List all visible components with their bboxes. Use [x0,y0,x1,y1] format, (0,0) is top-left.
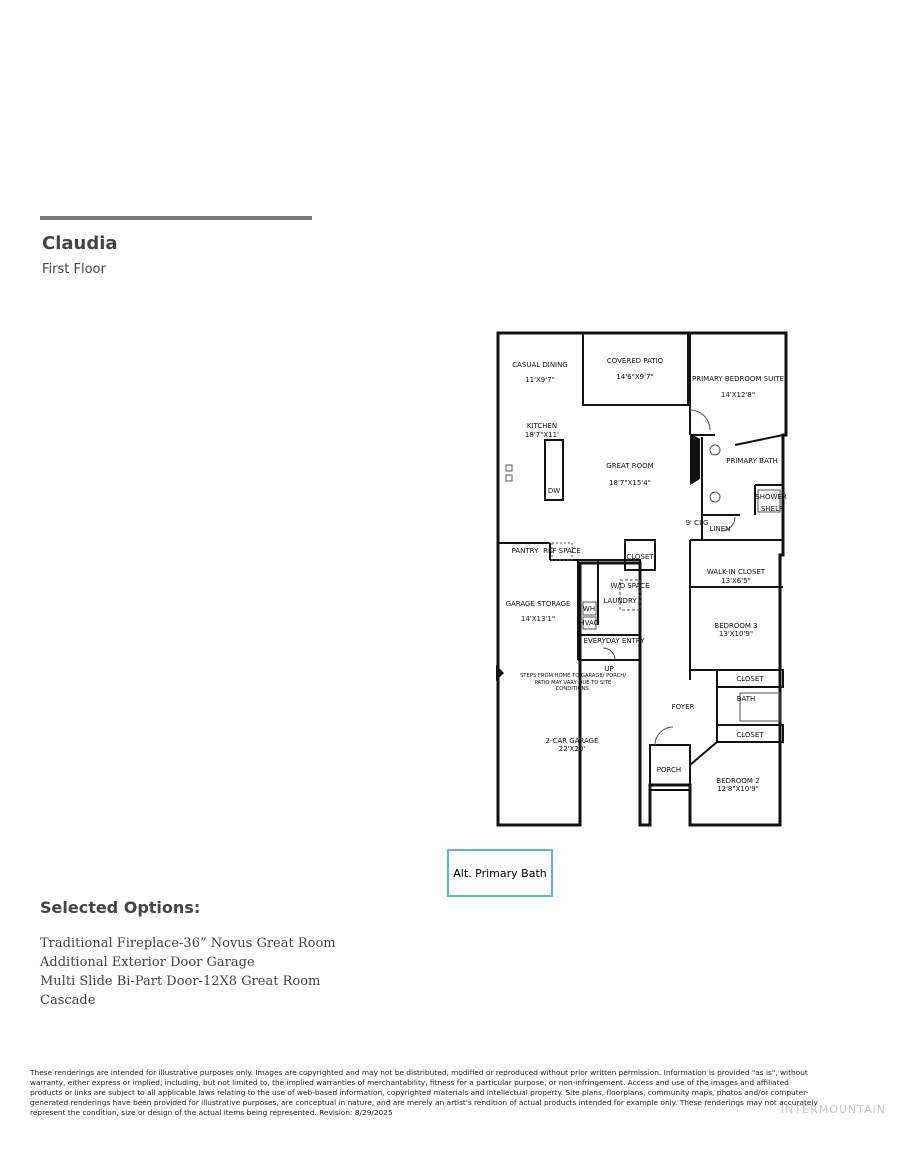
steps-note-box: STEPS FROM HOME TO GARAGE/ PORCH/ PATIO … [520,673,626,692]
laundry-label: LAUNDRY [603,597,637,605]
bath-label: BATH [737,695,756,703]
wd-space-label: W/D SPACE [610,582,649,590]
great-room-size: 18'7"X15'4" [609,479,651,487]
steps-note: STEPS FROM HOME TO GARAGE/ PORCH/ PATIO … [520,673,626,692]
casual-dining-label: CASUAL DINING [512,361,568,369]
pantry-label: PANTRY [512,547,539,555]
disclaimer-text: These renderings are intended for illust… [30,1068,818,1117]
option-item: Traditional Fireplace-36” Novus Great Ro… [40,936,336,951]
option-item: Additional Exterior Door Garage [40,955,255,970]
walk-in-closet-size: 13'X6'5" [721,577,751,585]
ref-space-label: REF SPACE [543,547,581,555]
patio-outline [582,332,689,406]
dishwasher-label: DW [548,487,560,495]
garage-door-marker [496,665,504,681]
kitchen-label: KITCHEN [527,422,557,430]
selected-options-title: Selected Options: [40,898,201,917]
linen-label: LINEN [710,525,731,533]
primary-bath-label: PRIMARY BATH [726,457,777,465]
floor-label: First Floor [42,262,106,277]
shelf-label: SHELF [761,505,783,513]
exterior-walls [496,331,788,827]
selected-options-list: Traditional Fireplace-36” Novus Great Ro… [40,934,336,1010]
everyday-entry-label: EVERYDAY ENTRY [584,637,646,645]
casual-dining-size: 11'X9'7" [525,376,555,384]
floor-plan: CASUAL DINING 11'X9'7" COVERED PATIO 14'… [490,325,800,835]
kitchen-size: 18'7"X11' [525,431,559,439]
great-room-label: GREAT ROOM [606,462,653,470]
bedroom2-label: BEDROOM 2 [716,777,759,785]
fireplace [690,433,700,485]
bedroom2-size: 12'8"X10'9" [717,785,759,793]
hvac-label: HVAC [579,619,598,627]
bedroom3-label: BEDROOM 3 [714,622,757,630]
up-label: UP [604,665,613,673]
closet-label-bed3: CLOSET [736,675,764,683]
option-item: Multi Slide Bi-Part Door-12X8 Great Room [40,974,321,989]
primary-suite-size: 14'X12'8" [721,391,755,399]
porch-label: PORCH [657,766,681,774]
primary-suite-label: PRIMARY BEDROOM SUITE [692,375,784,383]
floor-plan-drawing: CASUAL DINING 11'X9'7" COVERED PATIO 14'… [496,331,788,827]
covered-patio-size: 14'6"X9'7" [616,373,653,381]
garage-size: 22'X20' [559,745,586,753]
walk-in-closet-label: WALK-IN CLOSET [707,568,766,576]
garage-storage-label: GARAGE STORAGE [506,600,571,608]
closet-label-bed2: CLOSET [736,731,764,739]
garage-label: 2-CAR GARAGE [545,737,598,745]
covered-patio-label: COVERED PATIO [607,357,664,365]
bedroom3-size: 13'X10'9" [719,630,753,638]
closet-label-center: CLOSET [626,553,654,561]
watermark: INTERMOUNTAIN [780,1103,886,1116]
shower-label: SHOWER [755,493,787,501]
foyer-label: FOYER [672,703,695,711]
header-divider [40,216,312,220]
alt-primary-bath-option[interactable]: Alt. Primary Bath [447,849,553,897]
garage-storage-size: 14'X13'1" [521,615,555,623]
option-item: Cascade [40,993,96,1008]
water-heater-label: WH [583,605,595,613]
plan-name: Claudia [42,233,118,254]
ceiling-label: 9' CLG [686,519,709,527]
